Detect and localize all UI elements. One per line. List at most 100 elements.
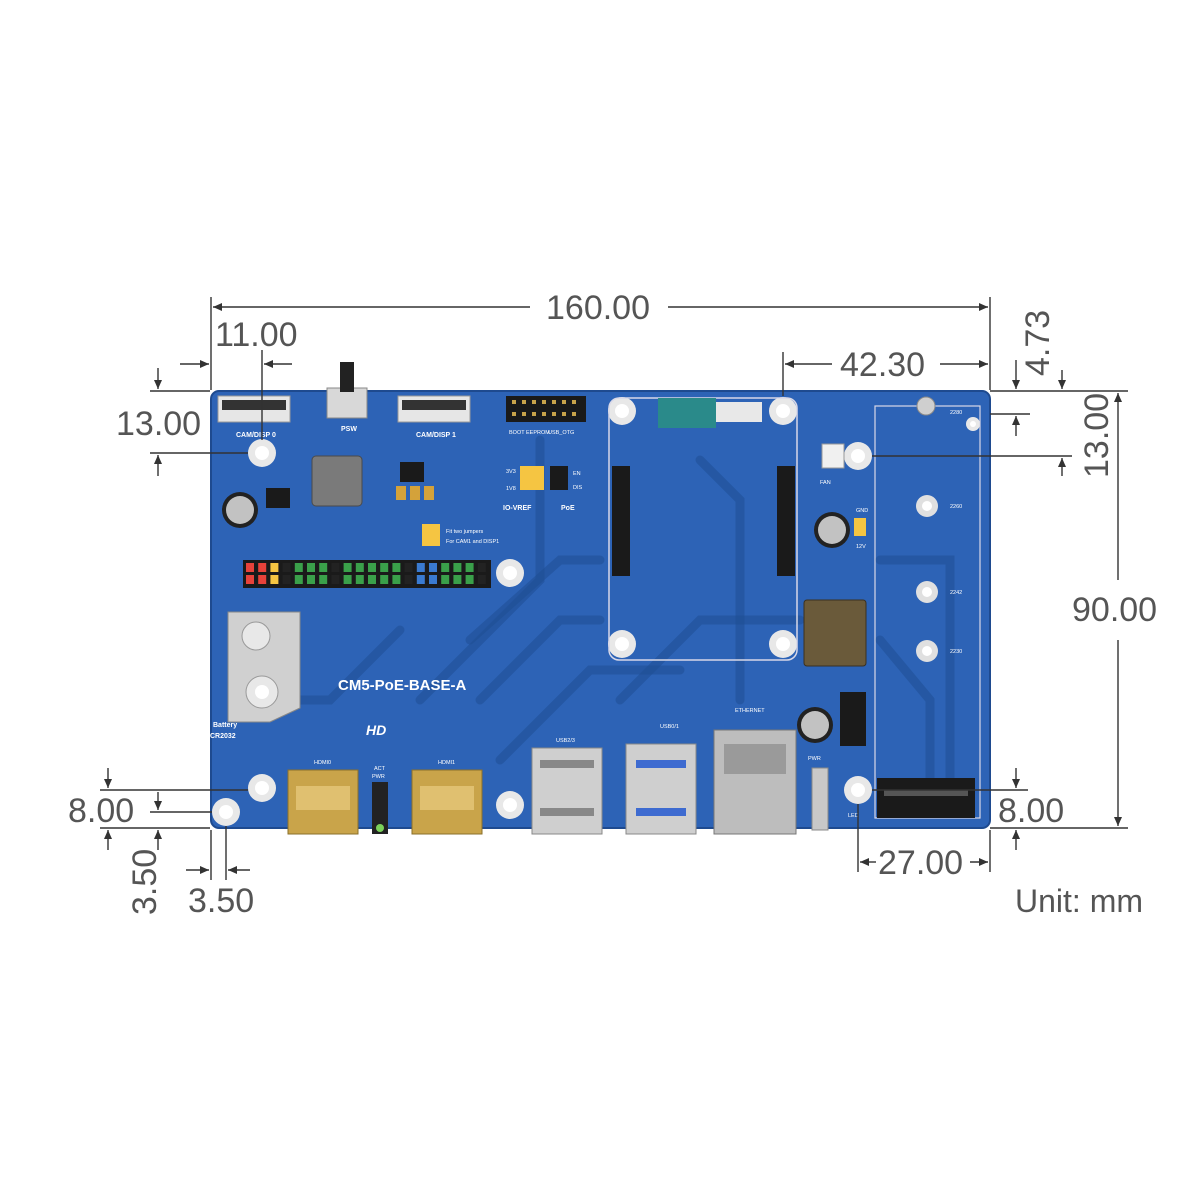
gpio-header — [243, 560, 491, 588]
gpio-pin — [258, 563, 267, 572]
gpio-pin — [258, 575, 267, 584]
hole-cm-bottom-left — [608, 630, 636, 658]
hole-top-right-cm — [769, 397, 797, 425]
fan-label: FAN — [820, 480, 831, 486]
eeprom-label: EEPROM — [526, 430, 550, 436]
dim-bottom-right-hole-label: 8.00 — [998, 792, 1064, 830]
gpio-pin — [380, 563, 389, 572]
hole-bottom-mid — [496, 791, 524, 819]
usb01-label: USB0/1 — [660, 724, 679, 730]
cm5-socket-area — [608, 397, 798, 661]
gpio-pin — [331, 575, 340, 584]
ic-chip-2 — [400, 462, 424, 482]
board-name: CM5-PoE-BASE-A — [338, 677, 467, 694]
m2-2260-label: 2260 — [950, 504, 962, 510]
gpio-pin — [392, 575, 401, 584]
gpio-pin — [380, 575, 389, 584]
dim-right-hole-label: 13.00 — [1078, 393, 1116, 478]
hd-logo: HD — [366, 722, 386, 738]
hole-cm-bottom-right — [769, 630, 797, 658]
dim-left-hole-y-label: 3.50 — [126, 849, 164, 915]
electrolytic-cap-left — [222, 492, 258, 528]
battery-label: Battery — [213, 722, 237, 729]
gpio-pin — [441, 575, 450, 584]
cam-disp0-connector: CAM/DISP 0 — [217, 395, 291, 439]
dim-width-label: 160.00 — [546, 289, 650, 327]
ic-chip-1 — [266, 488, 290, 508]
gpio-pin — [282, 563, 291, 572]
gpio-pin — [355, 563, 364, 572]
gpio-pin — [453, 575, 462, 584]
m2-2230-label: 2230 — [950, 649, 962, 655]
cam-disp0-label: CAM/DISP 0 — [236, 432, 276, 439]
capacitor-row — [396, 486, 434, 500]
dim-left-offset-label: 11.00 — [215, 316, 298, 354]
poe-label: PoE — [561, 505, 575, 512]
poe-transformer — [803, 599, 867, 667]
gpio-pin — [465, 563, 474, 572]
m2-slot-area: 2280 2260 2242 2230 — [874, 396, 981, 819]
battery-model-label: CR2032 — [210, 733, 236, 740]
pwr-capacitor: PWR — [797, 707, 833, 762]
boot-header: BOOT EEPROM USB_OTG — [506, 396, 586, 436]
cm5-label-sticker — [716, 402, 762, 422]
gpio-pin — [246, 563, 254, 572]
gpio-pin — [404, 575, 413, 584]
hdmi0-port: HDMI0 — [287, 760, 359, 835]
usb23-port: USB2/3 — [531, 738, 603, 835]
gpio-pin — [343, 575, 352, 584]
dimension-lines: 160.00 11.00 13.00 42.30 4.73 13.00 90.0 — [68, 289, 1157, 920]
m2-2280-label: 2280 — [950, 410, 962, 416]
v12-label: 12V — [856, 544, 866, 550]
gpio-pin — [282, 575, 291, 584]
ethernet-label: ETHERNET — [735, 708, 765, 714]
gpio-pin — [270, 563, 279, 572]
power-switch: PSW — [326, 362, 368, 433]
fan-connector: FAN — [820, 443, 845, 486]
v33-label: 3V3 — [506, 469, 516, 475]
hole-left-mid — [496, 559, 524, 587]
hole-bottom-right — [844, 776, 872, 804]
bridge-ic — [840, 692, 866, 746]
cm5-socket-left — [612, 466, 630, 576]
gpio-pin — [441, 563, 450, 572]
cam-disp1-label: CAM/DISP 1 — [416, 432, 456, 439]
usb23-label: USB2/3 — [556, 738, 575, 744]
gpio-pin — [355, 575, 364, 584]
io-vref-jumper: 3V3 1V8 IO-VREF — [503, 466, 544, 512]
dis-label: DIS — [573, 485, 583, 491]
hdmi1-label: HDMI1 — [438, 760, 455, 766]
gpio-pin — [343, 563, 352, 572]
dim-bottom-left-hole-label: 8.00 — [68, 792, 134, 830]
hole-top-right-corner — [966, 417, 980, 431]
gpio-pin — [294, 563, 303, 572]
gpio-pin — [294, 575, 303, 584]
gpio-pin — [477, 575, 486, 584]
gpio-pin — [477, 563, 486, 572]
cm5-teal-block — [658, 398, 716, 428]
pwr-led-label: PWR — [372, 774, 385, 780]
dim-left-hole-x-label: 3.50 — [188, 882, 254, 920]
gpio-pin — [465, 575, 474, 584]
gpio-pin — [307, 563, 315, 572]
gpio-pin — [404, 563, 413, 572]
hole-bottom-left-1 — [248, 774, 276, 802]
cm5-socket-right — [777, 466, 795, 576]
hdmi0-label: HDMI0 — [314, 760, 331, 766]
cam1-disp1-jumper — [422, 524, 440, 546]
gpio-pin — [429, 563, 437, 572]
coin-cell-holder: Battery CR2032 — [210, 611, 301, 740]
gpio-pin — [368, 575, 376, 584]
gpio-pin — [270, 575, 279, 584]
hole-bottom-left-corner — [212, 798, 240, 826]
usb-otg-label: USB_OTG — [548, 430, 574, 436]
mounting-holes — [212, 397, 980, 826]
fix-jumpers-line2: For CAM1 and DISP1 — [446, 539, 499, 545]
cam-disp1-connector: CAM/DISP 1 — [397, 395, 471, 439]
dim-right-offset-label: 42.30 — [840, 346, 925, 384]
unit-label: Unit: mm — [1015, 883, 1143, 919]
hole-right-upper — [844, 442, 872, 470]
poe-jumper: EN DIS PoE — [550, 466, 583, 512]
gpio-pin — [416, 575, 425, 584]
v18-label: 1V8 — [506, 486, 516, 492]
